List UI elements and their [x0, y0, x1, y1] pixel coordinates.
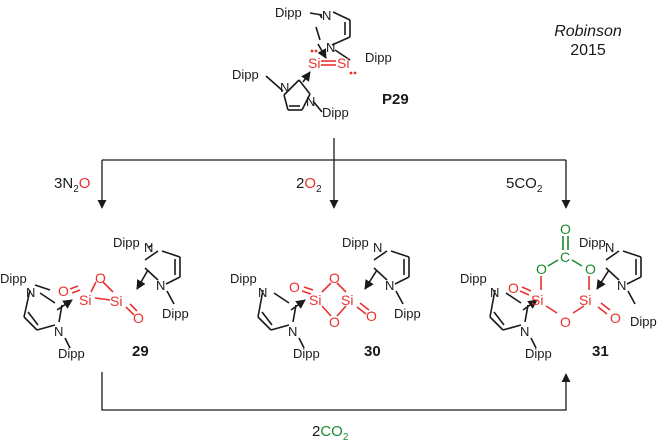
product-31-structure: [489, 236, 642, 349]
product-31-carbonate-core: Si Si O O O O O C O: [508, 221, 621, 330]
lone-pair-dot: [349, 71, 353, 75]
n-atom-label: N: [617, 278, 626, 293]
o-atom-label: O: [133, 310, 144, 326]
dipp-label: Dipp: [58, 346, 85, 361]
dipp-label: Dipp: [579, 235, 606, 250]
o-atom-label: O: [289, 279, 300, 295]
product-31-label: 31: [592, 343, 609, 360]
reaction-arrows: [97, 138, 571, 411]
lone-pair-dot: [314, 49, 318, 53]
reagent-n2o: 3N2O: [54, 175, 90, 195]
n-atom-label: N: [54, 324, 63, 339]
dipp-label: Dipp: [232, 67, 259, 82]
n-atom-label: N: [490, 285, 499, 300]
dipp-label: Dipp: [394, 306, 421, 321]
n-atom-label: N: [385, 278, 394, 293]
o-atom-label: O: [585, 261, 596, 277]
si-atom-label: Si: [579, 292, 591, 308]
product-30-oxide-core: Si Si O O O O: [289, 270, 377, 330]
author-label: Robinson: [554, 23, 622, 40]
c-atom-label: C: [560, 249, 570, 265]
dipp-label: Dipp: [293, 346, 320, 361]
si-atom-label: Si: [531, 292, 543, 308]
dipp-label: Dipp: [365, 50, 392, 65]
o-atom-label: O: [58, 283, 69, 299]
o-atom-label: O: [95, 270, 106, 286]
product-31-atoms: Dipp N N Dipp Dipp N N Dipp: [460, 235, 657, 361]
o-atom-label: O: [560, 221, 571, 237]
dipp-label: Dipp: [0, 271, 27, 286]
product-30-structure: [257, 250, 410, 349]
dipp-label: Dipp: [230, 271, 257, 286]
n-atom-label: N: [605, 240, 614, 255]
dipp-label: Dipp: [113, 235, 140, 250]
reagent-co2: 5CO2: [506, 175, 543, 195]
product-29-structure: [23, 244, 181, 349]
product-29-atoms: Dipp N N Dipp Dipp N N Dipp: [0, 235, 189, 361]
si-atom-label: Si: [110, 293, 122, 309]
o-atom-label: O: [508, 280, 519, 296]
product-30-atoms: Dipp N N Dipp Dipp N N Dipp: [230, 235, 421, 361]
n-atom-label: N: [306, 94, 315, 109]
product-29-label: 29: [132, 343, 149, 360]
o-atom-label: O: [329, 270, 340, 286]
dipp-label: Dipp: [162, 306, 189, 321]
n-atom-label: N: [144, 240, 153, 255]
disilicon-core: Si Si: [308, 49, 357, 75]
n-atom-label: N: [326, 40, 335, 55]
n-atom-label: N: [156, 278, 165, 293]
o-atom-label: O: [329, 314, 340, 330]
starting-material-p29: [265, 11, 351, 113]
dipp-label: Dipp: [322, 105, 349, 120]
si-atom-label: Si: [79, 292, 91, 308]
dipp-label: Dipp: [342, 235, 369, 250]
year-label: 2015: [570, 42, 606, 59]
reagent-co2-bottom: 2CO2: [312, 423, 349, 442]
o-atom-label: O: [560, 314, 571, 330]
o-atom-label: O: [536, 261, 547, 277]
product-29-oxide-core: Si Si O O O: [58, 270, 144, 326]
lone-pair-dot: [310, 49, 314, 53]
dipp-label: Dipp: [275, 5, 302, 20]
reagent-o2: 2O2: [296, 175, 322, 195]
o-atom-label: O: [610, 310, 621, 326]
n-atom-label: N: [280, 80, 289, 95]
product-30-label: 30: [364, 343, 381, 360]
si-atom-label: Si: [337, 55, 349, 71]
n-atom-label: N: [288, 324, 297, 339]
n-atom-label: N: [322, 8, 331, 23]
dipp-label: Dipp: [525, 346, 552, 361]
starting-material-label: P29: [382, 91, 409, 108]
dipp-label: Dipp: [460, 271, 487, 286]
starting-material-atoms: Dipp N N Dipp Dipp N N Dipp: [232, 5, 392, 120]
lone-pair-dot: [353, 71, 357, 75]
si-atom-label: Si: [308, 55, 320, 71]
dipp-label: Dipp: [630, 314, 657, 329]
n-atom-label: N: [26, 285, 35, 300]
n-atom-label: N: [373, 240, 382, 255]
n-atom-label: N: [258, 285, 267, 300]
si-atom-label: Si: [309, 292, 321, 308]
si-atom-label: Si: [341, 292, 353, 308]
n-atom-label: N: [520, 324, 529, 339]
o-atom-label: O: [366, 308, 377, 324]
